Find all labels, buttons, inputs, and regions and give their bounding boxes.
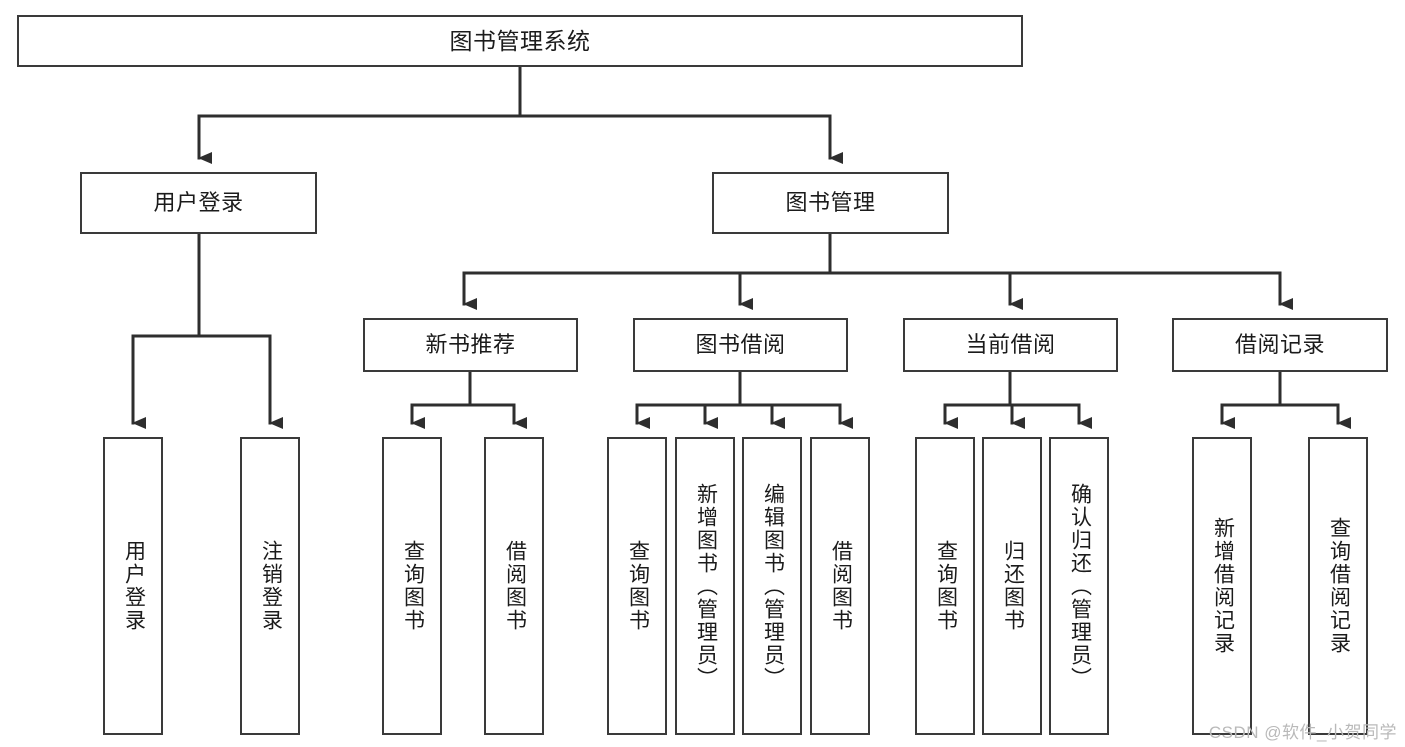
leaf-label: 借阅图书 [829, 540, 853, 632]
leaf-label: 新增图书（管理员） [694, 482, 718, 690]
leaf-label: 查询借阅记录 [1327, 517, 1351, 655]
node-label: 当前借阅 [965, 332, 1056, 358]
leaf-label: 归还图书 [1001, 540, 1025, 632]
leaf-label: 用户登录 [122, 540, 146, 632]
leaf-label: 新增借阅记录 [1211, 517, 1235, 655]
node-user-login[interactable]: 用户登录 [80, 172, 317, 234]
leaf-return-book[interactable]: 归还图书 [982, 437, 1042, 735]
node-root-book-management-system[interactable]: 图书管理系统 [17, 15, 1023, 67]
node-current-borrow[interactable]: 当前借阅 [903, 318, 1118, 372]
leaf-query-book-new-recommend[interactable]: 查询图书 [382, 437, 442, 735]
leaf-logout-login[interactable]: 注销登录 [240, 437, 300, 735]
node-label: 图书借阅 [695, 332, 786, 358]
node-label: 图书管理 [785, 190, 876, 216]
node-borrow-record[interactable]: 借阅记录 [1172, 318, 1388, 372]
node-label: 借阅记录 [1234, 332, 1325, 358]
leaf-label: 查询图书 [401, 540, 425, 632]
leaf-borrow-book-new-recommend[interactable]: 借阅图书 [484, 437, 544, 735]
leaf-label: 查询图书 [934, 540, 958, 632]
leaf-add-borrow-record[interactable]: 新增借阅记录 [1192, 437, 1252, 735]
leaf-user-login[interactable]: 用户登录 [103, 437, 163, 735]
leaf-confirm-return-admin[interactable]: 确认归还（管理员） [1049, 437, 1109, 735]
leaf-label: 确认归还（管理员） [1068, 482, 1092, 690]
leaf-label: 编辑图书（管理员） [761, 482, 785, 690]
leaf-label: 查询图书 [626, 540, 650, 632]
node-label: 图书管理系统 [449, 27, 591, 54]
leaf-label: 借阅图书 [503, 540, 527, 632]
leaf-edit-book-admin[interactable]: 编辑图书（管理员） [742, 437, 802, 735]
leaf-borrow-book-borrow[interactable]: 借阅图书 [810, 437, 870, 735]
leaf-query-borrow-record[interactable]: 查询借阅记录 [1308, 437, 1368, 735]
node-book-management[interactable]: 图书管理 [712, 172, 949, 234]
node-new-book-recommend[interactable]: 新书推荐 [363, 318, 578, 372]
node-label: 用户登录 [153, 190, 244, 216]
leaf-label: 注销登录 [259, 540, 283, 632]
leaf-add-book-admin[interactable]: 新增图书（管理员） [675, 437, 735, 735]
node-book-borrow[interactable]: 图书借阅 [633, 318, 848, 372]
leaf-query-book-current[interactable]: 查询图书 [915, 437, 975, 735]
node-label: 新书推荐 [425, 332, 516, 358]
leaf-query-book-borrow[interactable]: 查询图书 [607, 437, 667, 735]
